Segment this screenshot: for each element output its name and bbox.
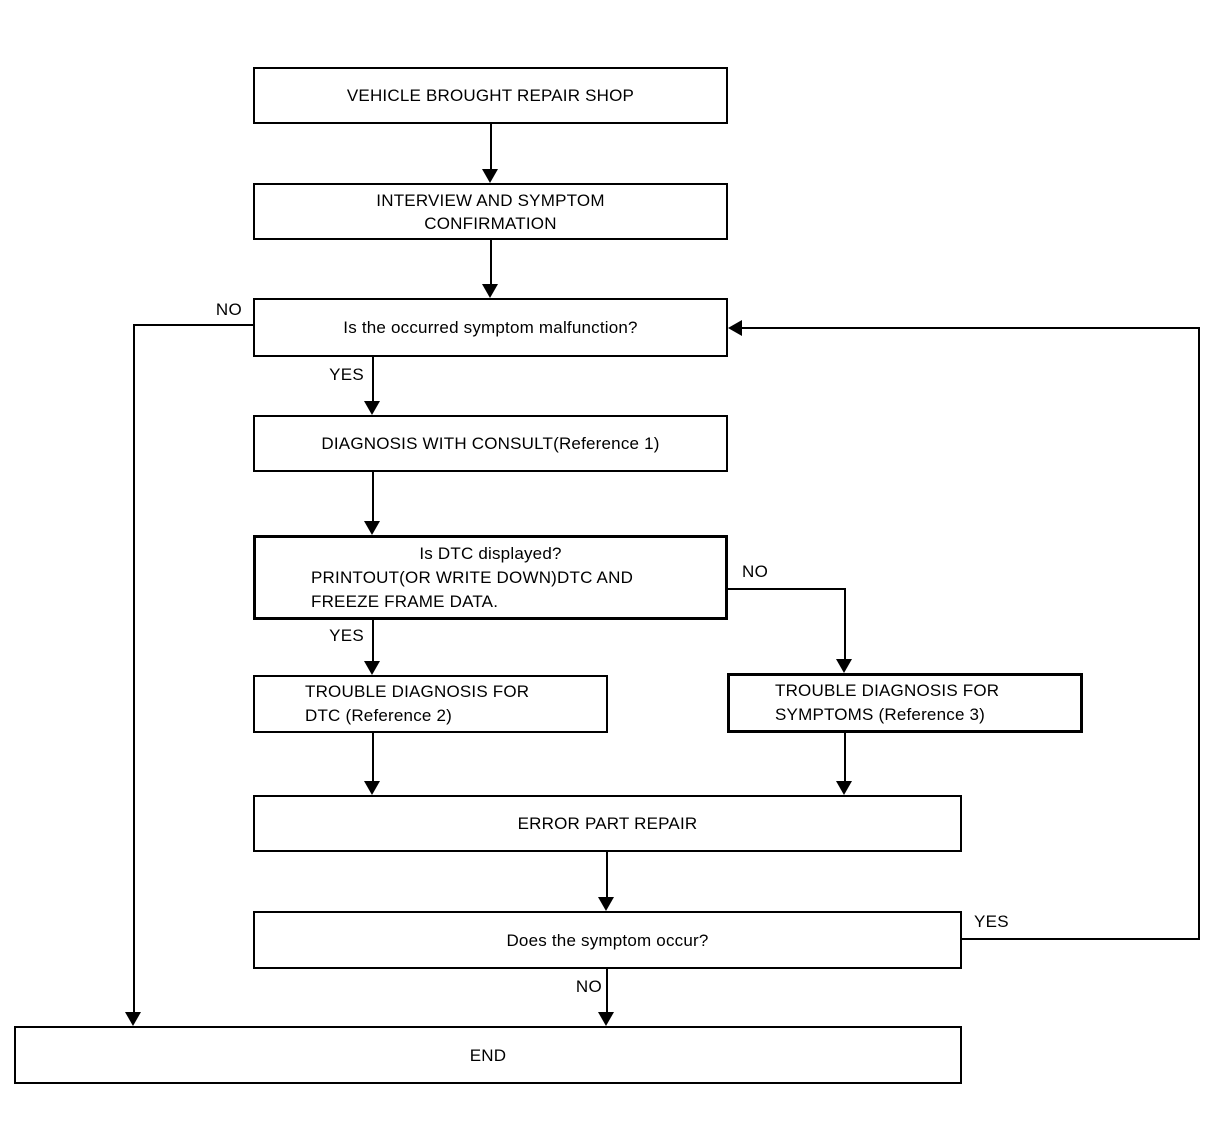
node-label: Does the symptom occur? — [506, 930, 709, 950]
node-label-line: DTC (Reference 2) — [305, 706, 452, 725]
edge-consult-to-dtc-line — [372, 472, 374, 521]
arrowhead-down-icon — [598, 1012, 614, 1026]
node-label: VEHICLE BROUGHT REPAIR SHOP — [346, 86, 635, 105]
edge-interview-to-malfunction-line — [490, 240, 492, 284]
node-interview-symptom-confirmation: INTERVIEW AND SYMPTOM CONFIRMATION — [253, 183, 728, 240]
node-error-part-repair: ERROR PART REPAIR — [253, 795, 962, 852]
node-does-symptom-occur: Does the symptom occur? — [253, 911, 962, 969]
edge-occur-yes-vline — [1198, 327, 1200, 940]
node-label: INTERVIEW AND SYMPTOM CONFIRMATION — [376, 190, 605, 233]
edge-occur-no-line — [606, 969, 608, 1012]
node-trouble-diagnosis-symptoms: TROUBLE DIAGNOSIS FOR SYMPTOMS (Referenc… — [727, 673, 1083, 733]
edge-dtc-yes-line — [372, 620, 374, 661]
arrowhead-down-icon — [364, 781, 380, 795]
edge-occur-yes-hline-bottom — [962, 938, 1200, 940]
node-vehicle-brought-repair-shop: VEHICLE BROUGHT REPAIR SHOP — [253, 67, 728, 124]
node-label: DIAGNOSIS WITH CONSULT(Reference 1) — [321, 434, 660, 453]
arrowhead-down-icon — [364, 521, 380, 535]
node-diagnosis-with-consult: DIAGNOSIS WITH CONSULT(Reference 1) — [253, 415, 728, 472]
node-is-dtc-displayed: Is DTC displayed? PRINTOUT(OR WRITE DOWN… — [253, 535, 728, 620]
node-label: ERROR PART REPAIR — [517, 814, 698, 833]
node-label-line: PRINTOUT(OR WRITE DOWN)DTC AND — [311, 567, 634, 587]
edge-label-occur-no: NO — [575, 977, 602, 996]
arrowhead-down-icon — [598, 897, 614, 911]
node-label-line: TROUBLE DIAGNOSIS FOR — [775, 681, 1000, 700]
arrowhead-down-icon — [125, 1012, 141, 1026]
node-is-symptom-malfunction: Is the occurred symptom malfunction? — [253, 298, 728, 357]
edge-label-malfunction-no: NO — [215, 300, 242, 319]
node-label-line: FREEZE FRAME DATA. — [311, 591, 499, 611]
edge-label-malfunction-yes: YES — [329, 365, 364, 384]
arrowhead-down-icon — [482, 284, 498, 298]
edge-malfunction-yes-line — [372, 357, 374, 401]
edge-diagsymptoms-to-repair-line — [844, 733, 846, 781]
arrowhead-down-icon — [482, 169, 498, 183]
node-end: END — [14, 1026, 962, 1084]
edge-occur-yes-hline-top — [742, 327, 1200, 329]
edge-label-dtc-no: NO — [742, 562, 769, 581]
edge-dtc-no-hline — [728, 588, 846, 590]
edge-malfunction-no-vline — [133, 324, 135, 1012]
arrowhead-down-icon — [364, 401, 380, 415]
node-label-line: Is DTC displayed? — [419, 543, 562, 563]
edge-dtc-no-vline — [844, 588, 846, 659]
node-label-line: TROUBLE DIAGNOSIS FOR — [305, 682, 530, 701]
edge-vehicle-to-interview-line — [490, 124, 492, 169]
arrowhead-left-icon — [728, 320, 742, 336]
edge-label-dtc-yes: YES — [329, 626, 364, 645]
node-label: END — [469, 1045, 507, 1065]
node-label: Is the occurred symptom malfunction? — [343, 318, 638, 337]
arrowhead-down-icon — [836, 781, 852, 795]
edge-diagdtc-to-repair-line — [372, 733, 374, 781]
arrowhead-down-icon — [364, 661, 380, 675]
arrowhead-down-icon — [836, 659, 852, 673]
edge-label-occur-yes: YES — [974, 912, 1009, 931]
edge-malfunction-no-hline — [133, 324, 253, 326]
edge-repair-to-occur-line — [606, 852, 608, 897]
node-trouble-diagnosis-dtc: TROUBLE DIAGNOSIS FOR DTC (Reference 2) — [253, 675, 608, 733]
node-label-line: SYMPTOMS (Reference 3) — [775, 705, 986, 724]
